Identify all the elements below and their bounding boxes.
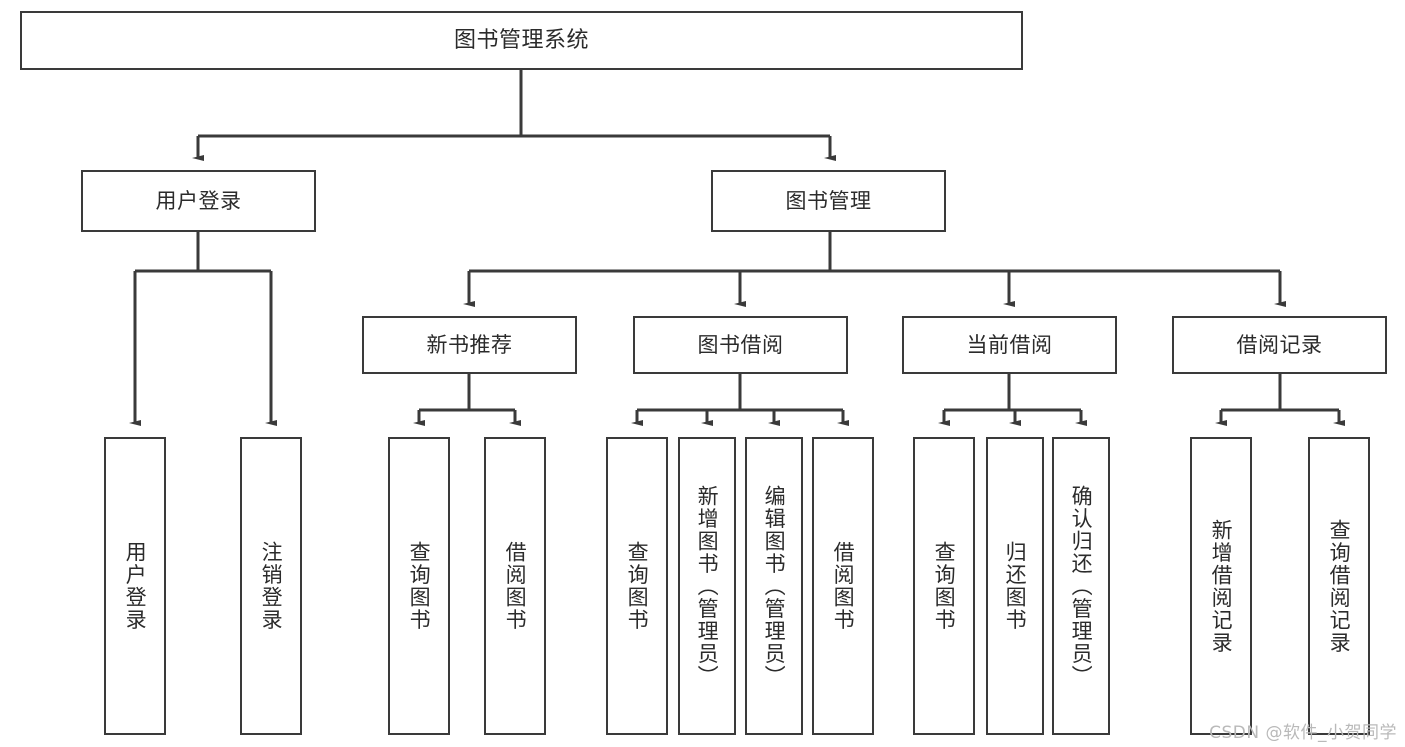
leaf-user-logout[interactable]: 注销登录 (240, 437, 302, 735)
leaf-add-book-admin[interactable]: 新增图书（管理员） (678, 437, 736, 735)
node-book-borrow[interactable]: 图书借阅 (633, 316, 848, 374)
node-root-system[interactable]: 图书管理系统 (20, 11, 1023, 70)
node-label: 新增图书（管理员） (695, 484, 720, 688)
node-book-management[interactable]: 图书管理 (711, 170, 946, 232)
leaf-edit-book-admin[interactable]: 编辑图书（管理员） (745, 437, 803, 735)
leaf-add-borrow-record[interactable]: 新增借阅记录 (1190, 437, 1252, 735)
node-label: 查询借阅记录 (1327, 518, 1352, 654)
node-label: 查询图书 (625, 541, 650, 631)
leaf-user-login[interactable]: 用户登录 (104, 437, 166, 735)
node-label: 新书推荐 (426, 332, 513, 357)
leaf-borrow-books-borrow[interactable]: 借阅图书 (812, 437, 874, 735)
leaf-borrow-books-recommend[interactable]: 借阅图书 (484, 437, 546, 735)
node-label: 借阅记录 (1236, 332, 1323, 357)
leaf-query-books-recommend[interactable]: 查询图书 (388, 437, 450, 735)
node-label: 当前借阅 (966, 332, 1053, 357)
leaf-query-books-borrow[interactable]: 查询图书 (606, 437, 668, 735)
leaf-query-borrow-record[interactable]: 查询借阅记录 (1308, 437, 1370, 735)
leaf-confirm-return-admin[interactable]: 确认归还（管理员） (1052, 437, 1110, 735)
node-label: 图书借阅 (697, 332, 784, 357)
node-label: 新增借阅记录 (1209, 518, 1234, 654)
node-label: 归还图书 (1003, 541, 1028, 631)
node-label: 注销登录 (259, 541, 284, 631)
node-label: 图书管理 (785, 188, 872, 213)
node-label: 用户登录 (123, 541, 148, 631)
node-label: 借阅图书 (831, 541, 856, 631)
leaf-return-books[interactable]: 归还图书 (986, 437, 1044, 735)
node-label: 借阅图书 (503, 541, 528, 631)
node-borrow-record[interactable]: 借阅记录 (1172, 316, 1387, 374)
node-label: 确认归还（管理员） (1069, 484, 1094, 688)
node-label: 查询图书 (932, 541, 957, 631)
leaf-query-books-current[interactable]: 查询图书 (913, 437, 975, 735)
node-current-borrow[interactable]: 当前借阅 (902, 316, 1117, 374)
node-label: 图书管理系统 (453, 27, 589, 53)
node-new-book-recommend[interactable]: 新书推荐 (362, 316, 577, 374)
csdn-watermark: CSDN @软件_小贺同学 (1209, 723, 1397, 743)
node-user-login[interactable]: 用户登录 (81, 170, 316, 232)
node-label: 编辑图书（管理员） (762, 484, 787, 688)
node-label: 用户登录 (155, 188, 242, 213)
node-label: 查询图书 (407, 541, 432, 631)
